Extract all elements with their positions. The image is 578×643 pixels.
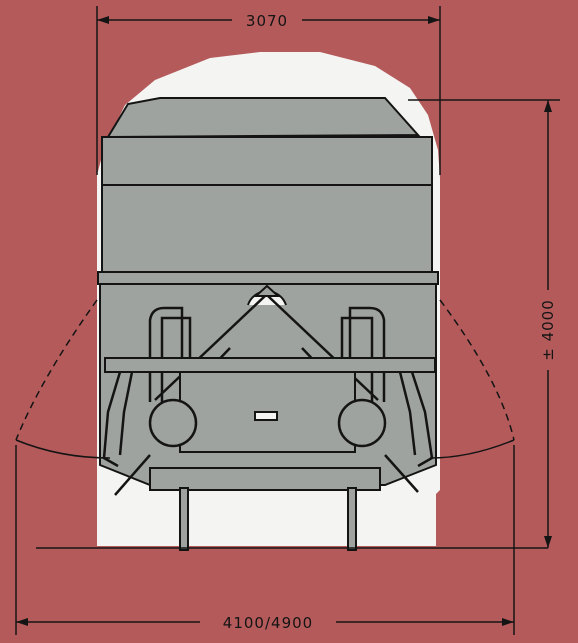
handle-left bbox=[114, 454, 151, 496]
dimension-lines bbox=[15, 6, 560, 635]
coupler-slot bbox=[254, 411, 278, 421]
buffer-left bbox=[148, 398, 198, 448]
wagon-roof bbox=[106, 97, 421, 139]
step-right-inner bbox=[398, 371, 417, 456]
top-width-label: 3070 bbox=[246, 12, 288, 30]
buffer-beam-top bbox=[104, 357, 436, 373]
top-arrow-right bbox=[428, 16, 440, 24]
buffer-right bbox=[337, 398, 387, 448]
wheel-left bbox=[179, 487, 189, 551]
swept-envelope bbox=[15, 299, 515, 441]
handrail-right bbox=[348, 306, 386, 402]
step-left bbox=[102, 371, 122, 468]
buffer-beam bbox=[104, 357, 436, 453]
bottom-arrow-right bbox=[502, 618, 514, 626]
arc-right bbox=[429, 439, 515, 459]
height-label: ± 4000 bbox=[539, 299, 557, 361]
arc-left bbox=[15, 439, 111, 459]
bottom-arrow-left bbox=[16, 618, 28, 626]
handle-right bbox=[384, 454, 419, 493]
buffers bbox=[148, 398, 387, 448]
wagon-upper-body bbox=[101, 136, 433, 273]
diagonal-brace-left bbox=[154, 295, 266, 401]
diagonal-brace-right bbox=[267, 295, 379, 401]
envelope-right bbox=[439, 299, 515, 441]
center-hatch-cap bbox=[253, 284, 281, 297]
bottom-width-label: 4100/4900 bbox=[223, 614, 313, 632]
envelope-arcs bbox=[15, 439, 515, 459]
step-left-inner bbox=[118, 371, 134, 456]
handrail-left bbox=[148, 306, 184, 402]
side-steps bbox=[102, 371, 434, 496]
envelope-left bbox=[15, 299, 98, 441]
step-right bbox=[410, 371, 434, 468]
bogie bbox=[149, 467, 381, 551]
bogie-frame bbox=[149, 467, 381, 491]
wheel-right bbox=[347, 487, 357, 551]
height-arrow-bottom bbox=[544, 536, 552, 548]
wagon-frame-rail bbox=[97, 271, 439, 285]
height-arrow-top bbox=[544, 100, 552, 112]
top-arrow-left bbox=[97, 16, 109, 24]
